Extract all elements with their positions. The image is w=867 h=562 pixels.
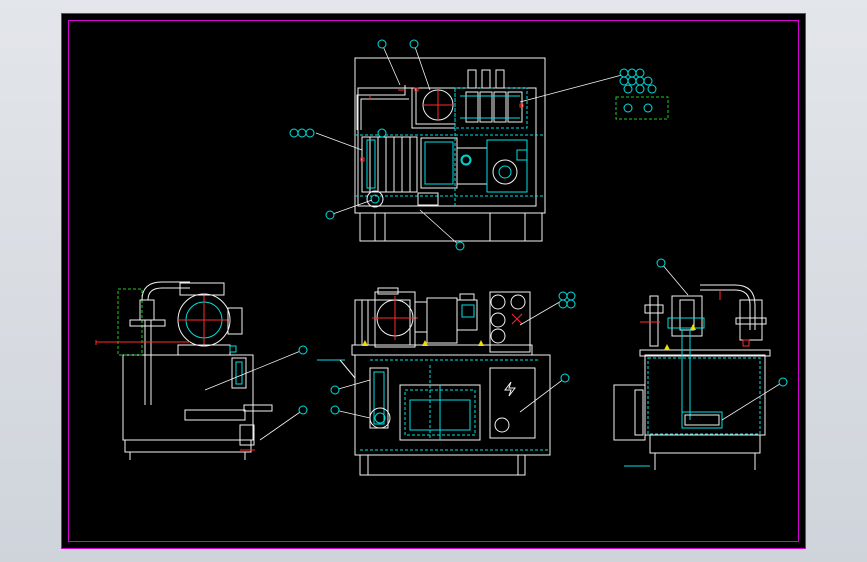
outer-border	[61, 13, 806, 549]
left-side-view	[95, 281, 308, 460]
top-view	[289, 39, 669, 251]
inner-border	[68, 20, 799, 542]
drawing-sheet	[61, 13, 806, 549]
right-side-view	[613, 258, 788, 470]
front-view	[317, 287, 576, 476]
